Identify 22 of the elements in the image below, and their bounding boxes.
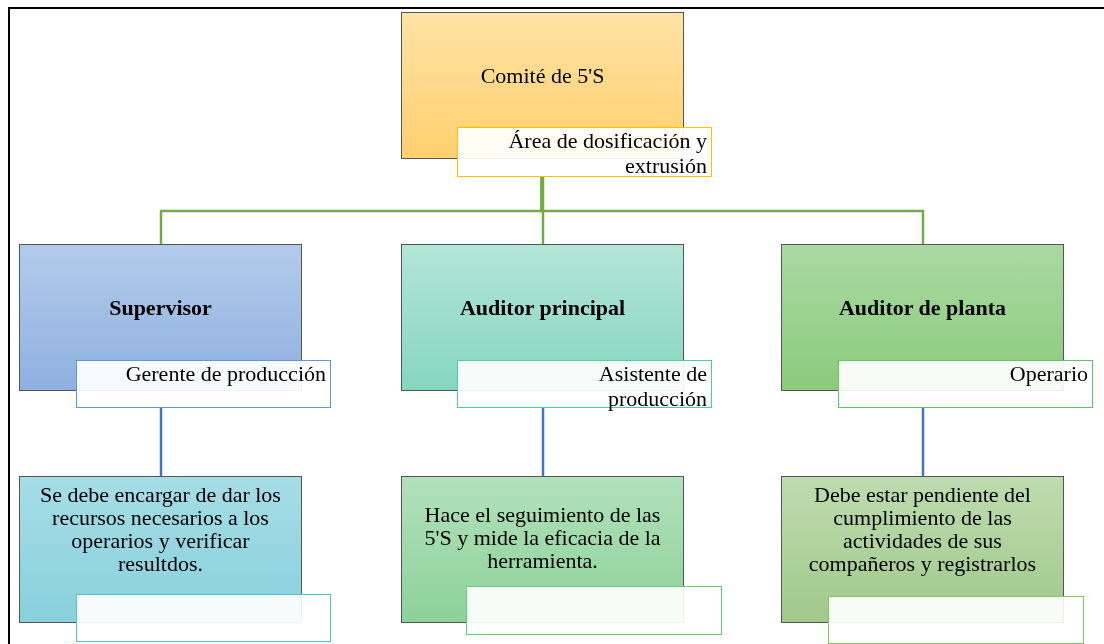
role-label-box <box>838 360 1093 408</box>
role-title: Auditor principal <box>458 295 627 321</box>
role-label-box <box>466 586 722 635</box>
role-label: Asistente de producción <box>597 361 707 411</box>
role-title: Auditor de planta <box>837 295 1008 321</box>
role-label-box <box>76 360 331 408</box>
connector-line <box>921 408 925 476</box>
role-title: Supervisor <box>108 295 213 321</box>
role-title: Comité de 5'S <box>479 63 606 89</box>
description-text: Hace el seguimiento de las 5'S y mide la eficacia de la herramienta. <box>423 503 662 572</box>
connector-line <box>540 177 925 244</box>
connector-line <box>541 408 545 476</box>
description-text: Debe estar pendiente del cumplimiento de las actividades de sus compañeros y registrarlos <box>807 483 1038 575</box>
role-label: Operario <box>1008 361 1088 386</box>
description-text: Se debe encargar de dar los recursos necesarios a los operarios y verificar resultdos. <box>39 483 282 575</box>
role-label-box <box>76 594 331 642</box>
connector-line <box>541 177 545 244</box>
role-label: Área de dosificación y extrusión <box>507 128 707 178</box>
role-label-box <box>828 596 1084 644</box>
role-label-box <box>457 127 712 177</box>
connector-line <box>159 408 163 476</box>
role-label: Gerente de producción <box>124 361 326 386</box>
